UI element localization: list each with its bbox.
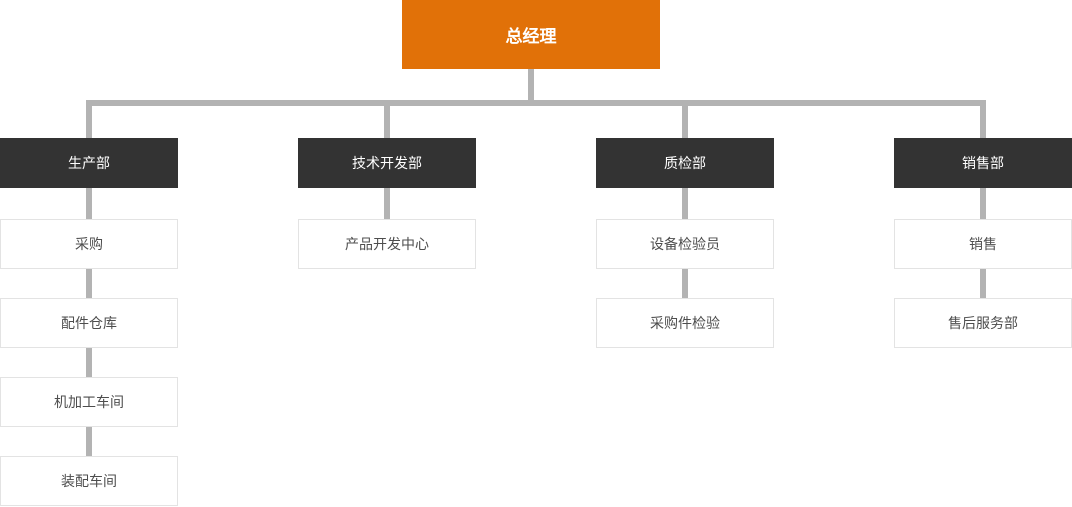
org-node-equipment-inspector[interactable]: 设备检验员	[596, 219, 774, 269]
org-node-label: 采购	[75, 236, 103, 252]
org-node-label: 配件仓库	[61, 315, 117, 331]
org-node-procurement[interactable]: 采购	[0, 219, 178, 269]
connector-drop	[980, 269, 986, 298]
org-node-dept-quality-inspection[interactable]: 质检部	[596, 138, 774, 188]
org-node-assembly-workshop[interactable]: 装配车间	[0, 456, 178, 506]
org-node-label: 产品开发中心	[345, 236, 429, 252]
org-node-dept-tech-development[interactable]: 技术开发部	[298, 138, 476, 188]
connector-drop	[980, 188, 986, 219]
connector-drop	[86, 188, 92, 219]
org-node-root[interactable]: 总经理	[402, 0, 660, 69]
org-node-label: 销售部	[962, 155, 1004, 171]
org-node-label: 销售	[969, 236, 997, 252]
connector-drop	[682, 269, 688, 298]
connector-drop	[384, 188, 390, 219]
connector-root-drop	[528, 69, 534, 100]
org-node-parts-warehouse[interactable]: 配件仓库	[0, 298, 178, 348]
connector-drop	[682, 188, 688, 219]
connector-drop	[86, 106, 92, 138]
org-node-product-dev-center[interactable]: 产品开发中心	[298, 219, 476, 269]
org-node-label: 装配车间	[61, 473, 117, 489]
connector-drop	[86, 348, 92, 377]
org-node-dept-production[interactable]: 生产部	[0, 138, 178, 188]
org-node-label: 质检部	[664, 155, 706, 171]
connector-horizontal-rail	[86, 100, 986, 106]
connector-drop	[86, 427, 92, 456]
connector-drop	[86, 269, 92, 298]
org-node-label: 机加工车间	[54, 394, 124, 410]
org-node-label: 设备检验员	[650, 236, 720, 252]
org-node-sales[interactable]: 销售	[894, 219, 1072, 269]
org-node-after-sales-service[interactable]: 售后服务部	[894, 298, 1072, 348]
org-node-machining-workshop[interactable]: 机加工车间	[0, 377, 178, 427]
org-node-label: 技术开发部	[352, 155, 422, 171]
org-node-purchased-parts-inspection[interactable]: 采购件检验	[596, 298, 774, 348]
org-node-label: 总经理	[505, 27, 557, 46]
org-node-dept-sales[interactable]: 销售部	[894, 138, 1072, 188]
org-node-label: 采购件检验	[650, 315, 720, 331]
connector-drop	[682, 106, 688, 138]
org-node-label: 生产部	[68, 155, 110, 171]
connector-drop	[384, 106, 390, 138]
connector-drop	[980, 106, 986, 138]
org-node-label: 售后服务部	[948, 315, 1018, 331]
